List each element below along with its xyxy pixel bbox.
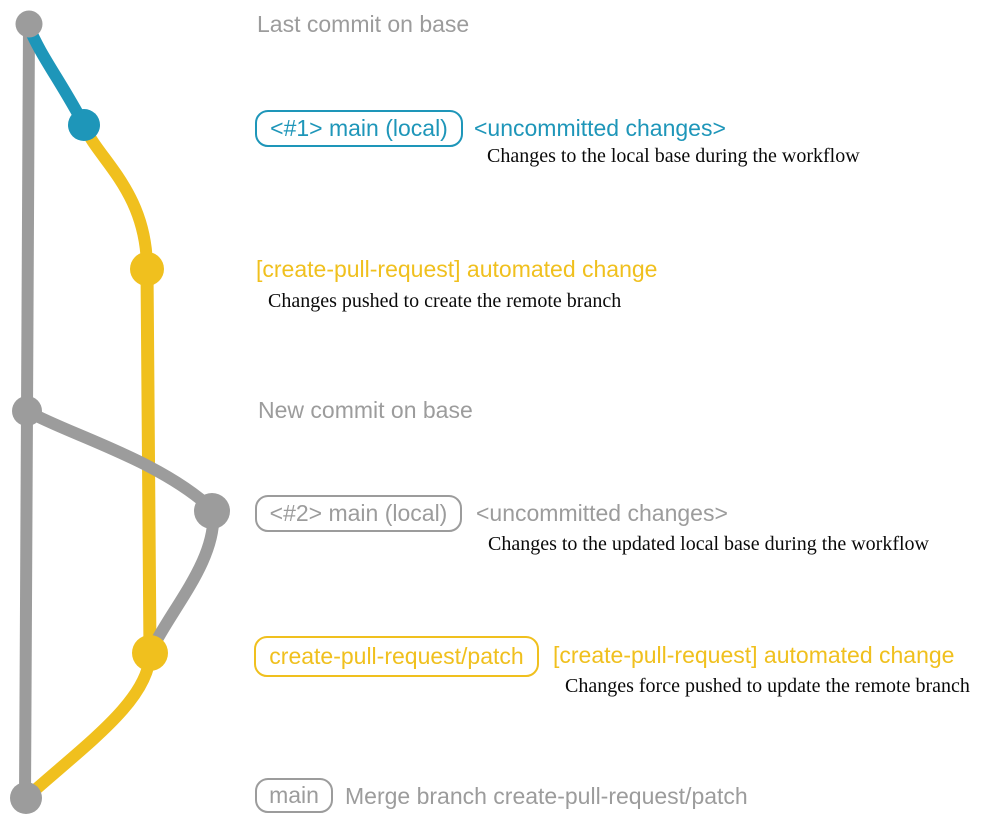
commit-title-automated-change-2: [create-pull-request] automated change (553, 642, 955, 668)
commit-title-uncommitted-1: <uncommitted changes> (474, 115, 726, 141)
merge-edge (20, 647, 156, 804)
commit-title-automated-change-1: [create-pull-request] automated change (256, 256, 658, 282)
commit-title-merge: Merge branch create-pull-request/patch (345, 783, 748, 809)
patch-branch-edge (78, 119, 153, 275)
branch-label-create-pull-request-patch: create-pull-request/patch (254, 636, 539, 677)
branch-label-main-local-2-text: <#2> main (local) (269, 500, 448, 526)
branch-label-main-local-2: <#2> main (local) (255, 495, 462, 532)
annotation-new-commit-on-base: New commit on base (258, 397, 473, 423)
commit-description-automated-change-1: Changes pushed to create the remote bran… (268, 290, 622, 312)
commit-automated-change-2 (132, 635, 168, 671)
commit-uncommitted-changes-1 (68, 109, 100, 141)
branch-label-main-text: main (269, 782, 319, 808)
branch-label-main-local-1: <#1> main (local) (255, 110, 463, 147)
annotation-last-commit-on-base: Last commit on base (257, 11, 470, 37)
commit-uncommitted-changes-2 (194, 493, 230, 529)
force-push-edge (144, 504, 220, 659)
branch-label-main: main (255, 778, 333, 813)
commit-title-uncommitted-2: <uncommitted changes> (476, 500, 728, 526)
commit-description-uncommitted-1: Changes to the local base during the wor… (487, 145, 860, 167)
updated-base-edge (21, 405, 219, 516)
commit-new-on-base (12, 396, 42, 426)
commit-description-automated-change-2: Changes force pushed to update the remot… (565, 675, 970, 697)
branch-label-main-local-1-text: <#1> main (local) (270, 115, 448, 141)
uncommitted-changes-edge-1 (23, 21, 90, 131)
commit-last-on-base (15, 10, 43, 38)
branch-label-create-pull-request-patch-text: create-pull-request/patch (269, 643, 524, 669)
commit-automated-change-1 (130, 252, 164, 286)
commit-description-uncommitted-2: Changes to the updated local base during… (488, 533, 929, 555)
commit-merge (10, 782, 42, 814)
